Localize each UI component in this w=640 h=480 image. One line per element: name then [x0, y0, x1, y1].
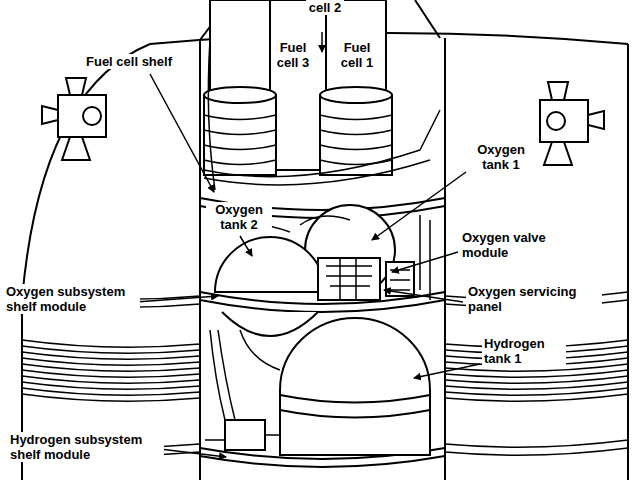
part-label: Hydrogen tank 1: [482, 336, 566, 366]
part-label: Oxygen tank 2: [206, 202, 272, 232]
part-label: Oxygen subsystem shelf module: [4, 284, 140, 314]
part-label: cell 2: [306, 0, 344, 15]
part-label: Fuel cell 1: [336, 40, 378, 70]
part-label: Fuel cell 3: [272, 40, 314, 70]
part-label: Fuel cell shelf: [84, 54, 174, 69]
part-label: Oxygen valve module: [460, 230, 564, 260]
part-label: Oxygen tank 1: [468, 142, 534, 172]
part-label: Oxygen servicing panel: [466, 284, 602, 314]
part-label: Hydrogen subsystem shelf module: [8, 432, 164, 462]
